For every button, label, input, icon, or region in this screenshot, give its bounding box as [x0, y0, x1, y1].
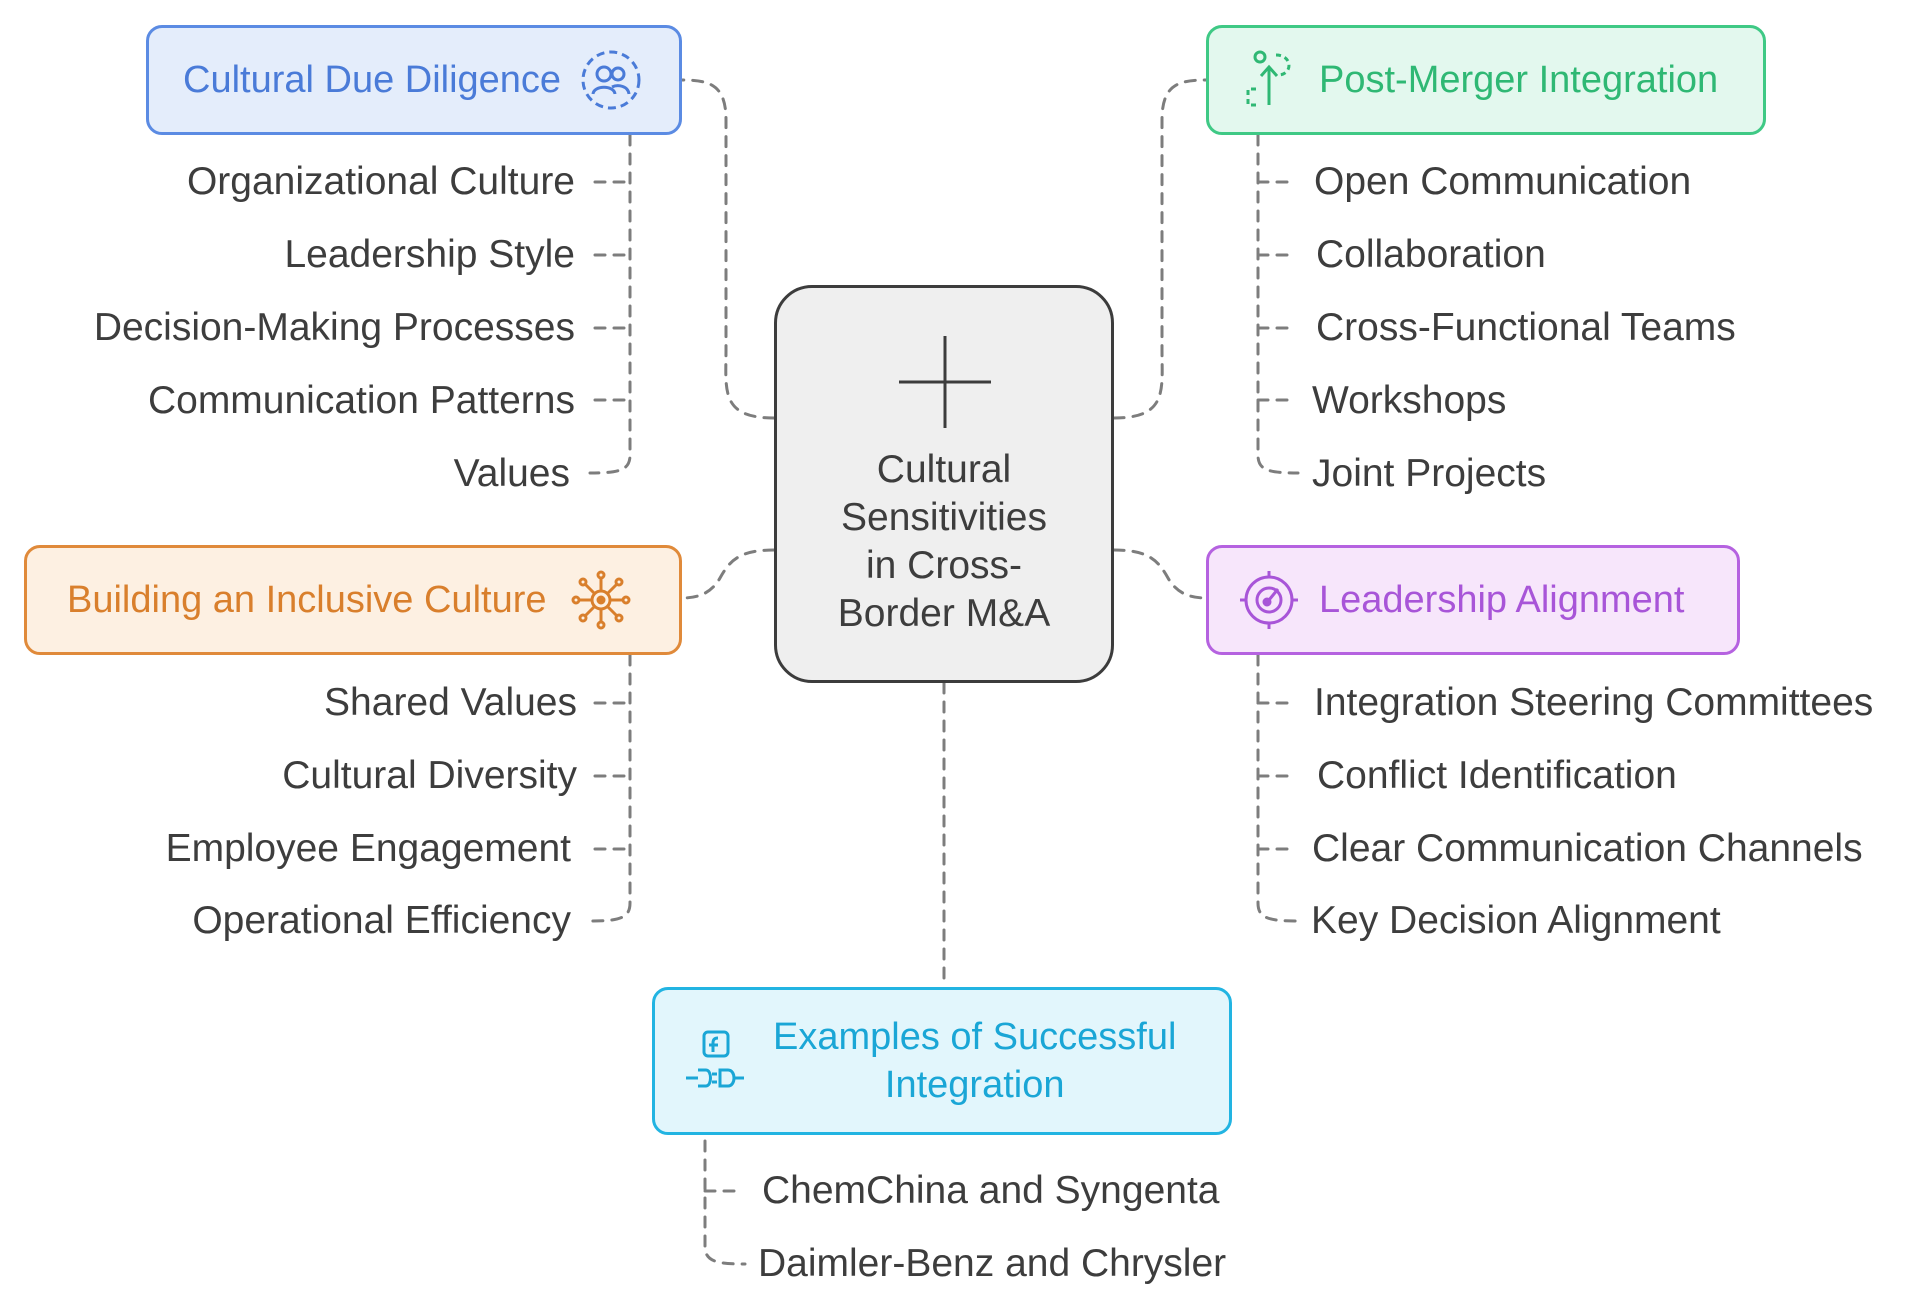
- list-item: Organizational Culture: [186, 160, 575, 203]
- spine-due-diligence: [588, 133, 632, 475]
- list-item: Daimler-Benz and Chrysler: [758, 1242, 1227, 1285]
- list-item: Employee Engagement: [165, 827, 571, 870]
- target-gauge-icon: [1237, 568, 1301, 632]
- branch-title: Cultural Due Diligence: [183, 58, 562, 101]
- branch-title: Examples of Successful Integration: [773, 1013, 1176, 1109]
- plug-connect-icon: [683, 1029, 747, 1093]
- list-item: Joint Projects: [1312, 452, 1547, 495]
- list-item: Open Communication: [1314, 160, 1692, 203]
- branch-title: Building an Inclusive Culture: [67, 578, 547, 621]
- list-item: ChemChina and Syngenta: [762, 1169, 1220, 1212]
- connector-inclusive: [680, 548, 776, 600]
- list-item: Integration Steering Committees: [1314, 681, 1874, 724]
- list-item: Cultural Diversity: [282, 754, 577, 797]
- list-item: Workshops: [1312, 379, 1507, 422]
- branch-title-line-2: Integration: [884, 1064, 1065, 1106]
- growth-arrow-icon: [1237, 48, 1301, 112]
- list-item: Leadership Style: [284, 233, 575, 276]
- branch-building-inclusive-culture: Building an Inclusive Culture: [24, 545, 682, 655]
- plus-icon: [899, 336, 991, 428]
- network-hub-icon: [569, 568, 633, 632]
- branch-cultural-due-diligence: Cultural Due Diligence: [146, 25, 682, 135]
- spine-post-merger: [1256, 133, 1300, 475]
- connector-leadership: [1112, 548, 1208, 600]
- spine-leadership: [1256, 653, 1300, 923]
- central-topic-node: Cultural Sensitivities in Cross- Border …: [774, 285, 1114, 683]
- list-item: Clear Communication Channels: [1312, 827, 1863, 870]
- list-item: Operational Efficiency: [192, 899, 571, 942]
- connector-due-diligence: [680, 78, 776, 420]
- list-item: Key Decision Alignment: [1311, 899, 1721, 942]
- list-item: Collaboration: [1316, 233, 1546, 276]
- people-icon: [579, 48, 643, 112]
- branch-post-merger-integration: Post-Merger Integration: [1206, 25, 1766, 135]
- branch-leadership-alignment: Leadership Alignment: [1206, 545, 1740, 655]
- list-item: Shared Values: [324, 681, 577, 724]
- list-item: Communication Patterns: [147, 379, 575, 422]
- branch-title: Post-Merger Integration: [1319, 58, 1719, 101]
- list-item: Cross-Functional Teams: [1316, 306, 1736, 349]
- spine-inclusive: [588, 653, 632, 923]
- connector-post-merger: [1112, 78, 1208, 420]
- list-item: Decision-Making Processes: [93, 306, 575, 349]
- spine-examples: [703, 1139, 747, 1266]
- branch-title: Leadership Alignment: [1319, 578, 1685, 621]
- branch-examples-successful-integration: Examples of Successful Integration: [652, 987, 1232, 1135]
- list-item: Values: [453, 452, 570, 495]
- list-item: Conflict Identification: [1317, 754, 1677, 797]
- central-topic-title: Cultural Sensitivities in Cross- Border …: [837, 448, 1051, 635]
- branch-title-line-1: Examples of Successful: [773, 1016, 1177, 1058]
